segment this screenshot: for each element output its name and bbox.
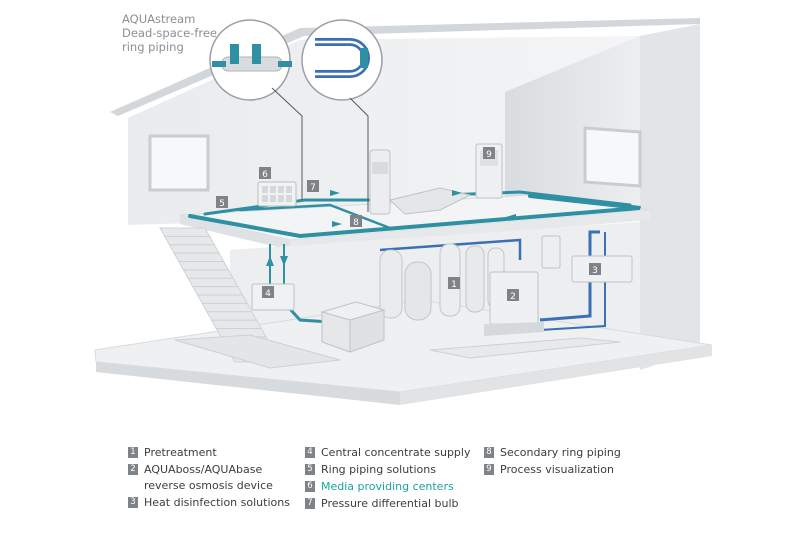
legend-number: 6: [305, 481, 315, 492]
media-center-outlet: [286, 186, 292, 193]
legend-label-line-2: reverse osmosis device: [144, 479, 273, 492]
upper-floor-edge: [180, 215, 290, 250]
legend-label: Secondary ring piping: [500, 446, 621, 459]
legend-label: Process visualization: [500, 463, 614, 476]
legend-item-6: 6 Media providing centers: [305, 480, 470, 493]
window-left: [148, 134, 210, 192]
badge-7: 7: [307, 180, 319, 193]
window-right: [583, 126, 642, 188]
svg-text:1: 1: [451, 280, 457, 290]
callout-line-2: Dead-space-free: [122, 26, 217, 40]
reverse-osmosis-device: [484, 271, 544, 336]
badge-9: 9: [483, 147, 495, 160]
legend-item-4: 4 Central concentrate supply: [305, 446, 470, 459]
legend-number: 9: [484, 464, 494, 475]
dialysis-chair-unit: [369, 149, 472, 215]
badge-8: 8: [350, 215, 362, 228]
legend-label: AQUAboss/AQUAbase: [144, 463, 263, 476]
badge-2: 2: [507, 289, 519, 302]
legend-item-3: 3 Heat disinfection solutions: [128, 496, 290, 509]
legend-item-8: 8 Secondary ring piping: [484, 446, 621, 459]
media-center-outlet: [278, 195, 284, 202]
ground-floor-front: [400, 345, 712, 405]
legend-column-1: 1 Pretreatment 2 AQUAboss/AQUAbase rever…: [128, 446, 290, 513]
legend-number: 7: [305, 498, 315, 509]
svg-text:9: 9: [486, 150, 492, 160]
flow-arrows: [266, 190, 516, 266]
floor-bench-right: [429, 337, 621, 359]
legend-label: Ring piping solutions: [321, 463, 436, 476]
callout-line-1: AQUAstream: [122, 12, 196, 26]
building-cutaway-illustration: 1 2 3 4 5 6 7 8 9: [94, 18, 713, 405]
legend-item-7: 7 Pressure differential bulb: [305, 497, 470, 510]
legend-label: Media providing centers: [321, 480, 454, 493]
media-center-outlet: [262, 186, 268, 193]
callout-line-3: ring piping: [122, 40, 184, 54]
legend-item-9: 9 Process visualization: [484, 463, 621, 476]
legend-column-3: 8 Secondary ring piping 9 Process visual…: [484, 446, 621, 480]
svg-text:3: 3: [592, 266, 598, 276]
floor-bench-left: [174, 334, 341, 369]
svg-text:6: 6: [262, 170, 268, 180]
badge-1: 1: [448, 277, 460, 290]
svg-text:5: 5: [219, 199, 225, 209]
legend-label: Heat disinfection solutions: [144, 496, 290, 509]
legend-item-2: 2 AQUAboss/AQUAbase reverse osmosis devi…: [128, 463, 290, 492]
callout-bubble-pressure-bulb: [301, 19, 383, 101]
badge-5: 5: [216, 196, 228, 209]
callout-leader-lines: [271, 87, 369, 212]
legend-number: 8: [484, 447, 494, 458]
svg-text:8: 8: [353, 218, 359, 228]
legend-column-2: 4 Central concentrate supply 5 Ring pipi…: [305, 446, 470, 514]
legend-item-1: 1 Pretreatment: [128, 446, 290, 459]
legend-label: Central concentrate supply: [321, 446, 471, 459]
legend-item-5: 5 Ring piping solutions: [305, 463, 470, 476]
badge-4: 4: [262, 286, 274, 299]
legend-number: 1: [128, 447, 138, 458]
ground-floor-edge: [96, 362, 400, 405]
media-center-outlet: [270, 186, 276, 193]
badge-6: 6: [259, 167, 271, 180]
media-center-outlet: [262, 195, 268, 202]
svg-text:4: 4: [265, 289, 271, 299]
svg-text:2: 2: [510, 292, 516, 302]
callout-bubble-dead-space-free: [209, 19, 292, 101]
concentrate-tank: [320, 301, 386, 353]
badge-3: 3: [589, 263, 601, 276]
legend-number: 2: [128, 464, 138, 475]
media-center-outlet: [286, 195, 292, 202]
legend-number: 4: [305, 447, 315, 458]
callout-caption: AQUAstream Dead-space-free ring piping: [122, 12, 217, 54]
media-center-outlet: [270, 195, 276, 202]
media-providing-center: [257, 181, 297, 207]
media-center-outlet: [278, 186, 284, 193]
legend-label: Pressure differential bulb: [321, 497, 459, 510]
right-wall: [640, 24, 700, 370]
legend-number: 3: [128, 497, 138, 508]
svg-text:7: 7: [310, 183, 316, 193]
legend-number: 5: [305, 464, 315, 475]
heat-disinfection-unit: [541, 235, 633, 283]
legend-label: Pretreatment: [144, 446, 217, 459]
